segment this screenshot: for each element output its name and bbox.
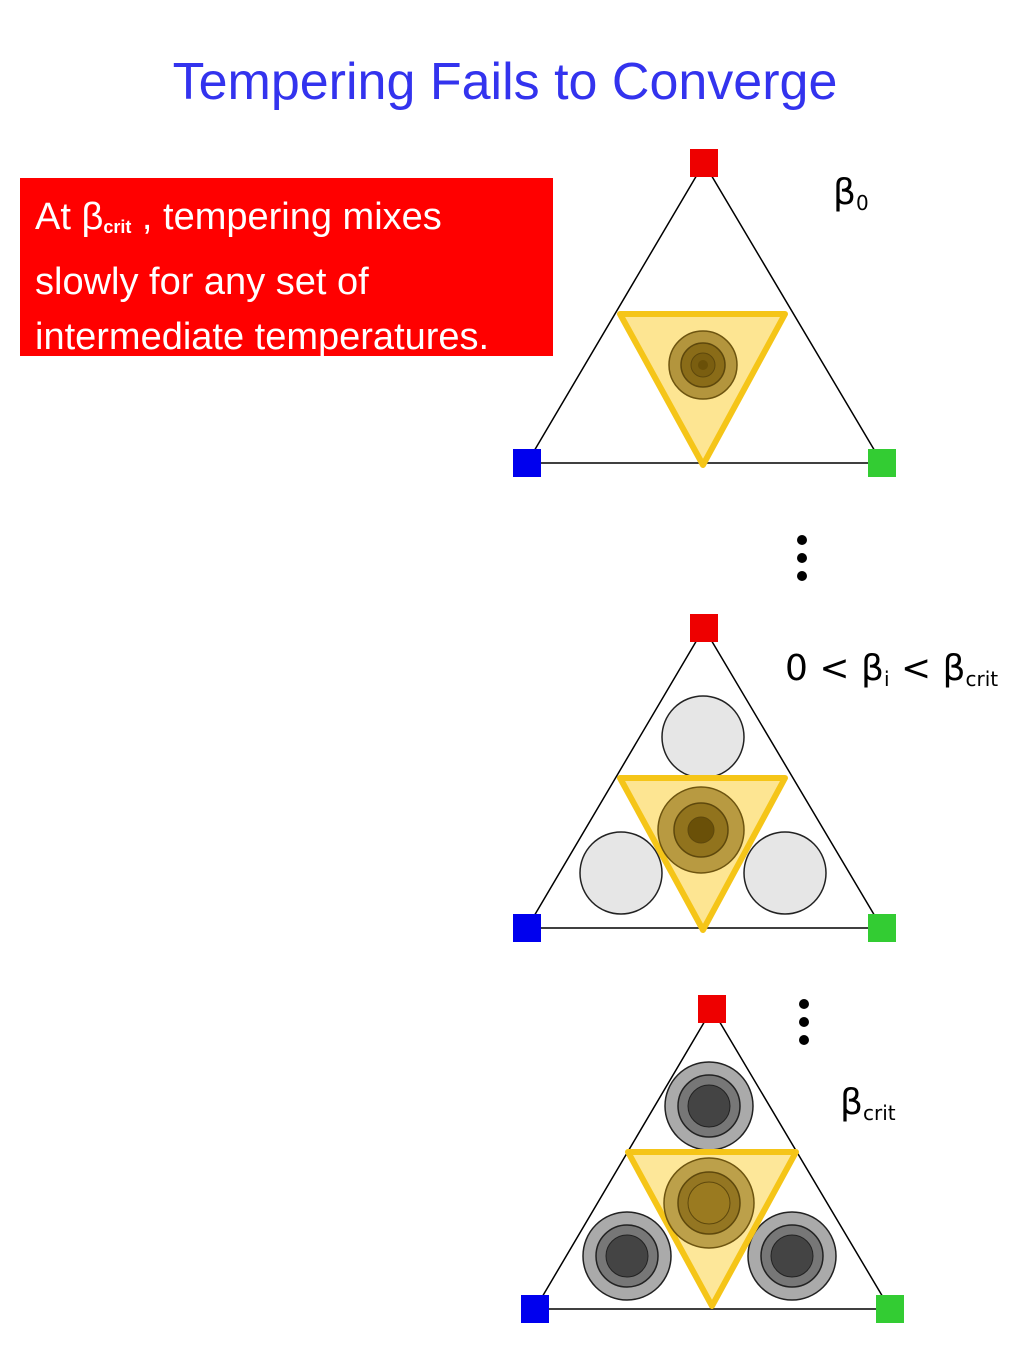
- label-range-pre: 0 < β: [785, 648, 884, 689]
- middle-top-mode: [661, 695, 745, 779]
- middle-left-mode: [579, 831, 663, 915]
- middle-corner-green: [868, 914, 896, 942]
- callout-line-2: slowly for any set of: [35, 261, 369, 303]
- top-center-mode: [668, 330, 738, 400]
- bottom-left-mode: [582, 1211, 672, 1301]
- label-beta-0-sub: 0: [855, 191, 869, 215]
- ellipsis-dots-1: [797, 535, 807, 581]
- top-corner-green: [868, 449, 896, 477]
- middle-corner-blue: [513, 914, 541, 942]
- bottom-right-mode: [747, 1211, 837, 1301]
- bottom-outer-triangle: [533, 1007, 892, 1310]
- top-simplex: [513, 149, 896, 477]
- callout-line-3: intermediate temperatures.: [35, 316, 490, 358]
- bottom-center-mode: [663, 1157, 755, 1249]
- label-beta-range: 0 < βi < βcrit: [785, 648, 998, 691]
- callout-box: At βcrit , tempering mixes slowly for an…: [20, 178, 553, 358]
- middle-center-mode: [657, 786, 745, 874]
- top-corner-blue: [513, 449, 541, 477]
- bottom-corner-red: [698, 995, 726, 1023]
- bottom-corner-blue: [521, 1295, 549, 1323]
- middle-right-mode: [743, 831, 827, 915]
- label-beta-crit-base: β: [840, 1082, 863, 1123]
- label-range-sub-crit: crit: [965, 667, 999, 691]
- bottom-corner-green: [876, 1295, 904, 1323]
- callout-subscript: crit: [103, 217, 132, 237]
- callout-text-post: , tempering mixes: [131, 196, 442, 238]
- label-beta-0-base: β: [833, 172, 856, 213]
- label-beta-crit-sub: crit: [862, 1101, 896, 1125]
- callout-text-pre: At β: [35, 196, 104, 238]
- middle-simplex: [513, 614, 896, 942]
- label-range-mid: < β: [889, 648, 966, 689]
- bottom-simplex: [521, 995, 904, 1323]
- bottom-top-mode: [664, 1061, 754, 1151]
- slide-title: Tempering Fails to Converge: [172, 53, 838, 111]
- label-range-sub-i: i: [883, 667, 890, 691]
- label-beta-0: β0: [833, 172, 869, 215]
- label-beta-crit: βcrit: [840, 1082, 896, 1125]
- middle-corner-red: [690, 614, 718, 642]
- top-corner-red: [690, 149, 718, 177]
- ellipsis-dots-2: [799, 999, 809, 1045]
